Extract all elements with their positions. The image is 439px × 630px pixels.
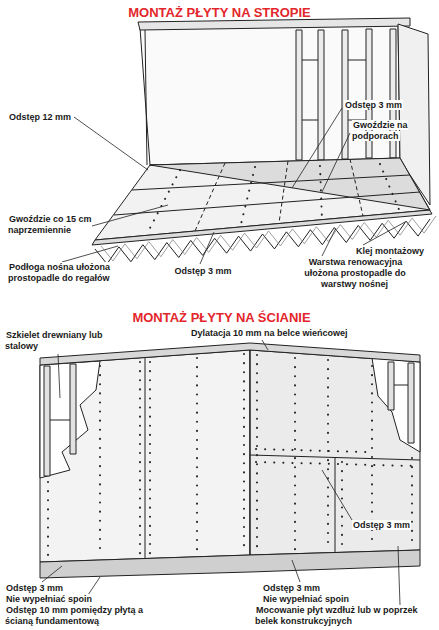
ring-beam bbox=[40, 343, 420, 365]
dimension-label: Dylatacja 10 mm na belce wieńcowej bbox=[190, 328, 420, 339]
dimension-label: Odstęp 10 mm pomiędzy płytą a ścianą fun… bbox=[5, 605, 160, 627]
nail-rows bbox=[150, 164, 400, 228]
frame-studs bbox=[44, 364, 76, 476]
callout-label: Warstwa renowacyjna ułożona prostopadle … bbox=[290, 257, 420, 290]
frame-cutaway bbox=[40, 361, 100, 478]
callout-label: Mocowanie płyt wzdłuż lub w poprzek bele… bbox=[255, 605, 435, 627]
dimension-label: Odstęp 3 mm bbox=[168, 266, 238, 277]
wall-studs bbox=[145, 29, 396, 165]
callout-label: Klej montażowy bbox=[355, 246, 435, 257]
section-title: MONTAŻ PŁYTY NA STROPIE bbox=[0, 5, 439, 20]
back-wall bbox=[140, 24, 400, 165]
dimension-label: Odstęp 12 mm bbox=[8, 112, 78, 123]
wall-panel-right bbox=[250, 350, 420, 555]
wall-panel-left bbox=[40, 350, 250, 562]
panel-seams bbox=[114, 159, 420, 231]
callout-label: Gwoździe na podporach bbox=[352, 120, 424, 142]
leader-lines bbox=[42, 340, 400, 605]
panel-seams bbox=[145, 350, 420, 559]
floor-edge bbox=[92, 158, 432, 245]
dimension-label: Odstęp 3 mm bbox=[262, 583, 352, 594]
dimension-label: Odstęp 3 mm bbox=[352, 520, 422, 531]
callout-label: Szkielet drewniany lub stalowy bbox=[5, 330, 105, 352]
note-label: Nie wypełniać spoin bbox=[262, 594, 372, 605]
joist-profile bbox=[101, 216, 436, 261]
callout-label: Gwoździe co 15 cm naprzemiennie bbox=[8, 214, 108, 236]
note-label: Nie wypełniać spoin bbox=[5, 594, 115, 605]
frame-cutaway bbox=[372, 358, 420, 452]
frame-studs bbox=[388, 362, 414, 443]
dimension-label: Odstęp 3 mm bbox=[5, 583, 95, 594]
nail-rows bbox=[48, 354, 416, 558]
foundation-wall bbox=[40, 550, 420, 578]
dimension-label: Odstęp 3 mm bbox=[344, 100, 414, 111]
callout-label: Podłoga nośna ułożona prostopadle do reg… bbox=[8, 262, 136, 284]
section-title: MONTAŻ PŁYTY NA ŚCIANIE bbox=[2, 310, 439, 325]
